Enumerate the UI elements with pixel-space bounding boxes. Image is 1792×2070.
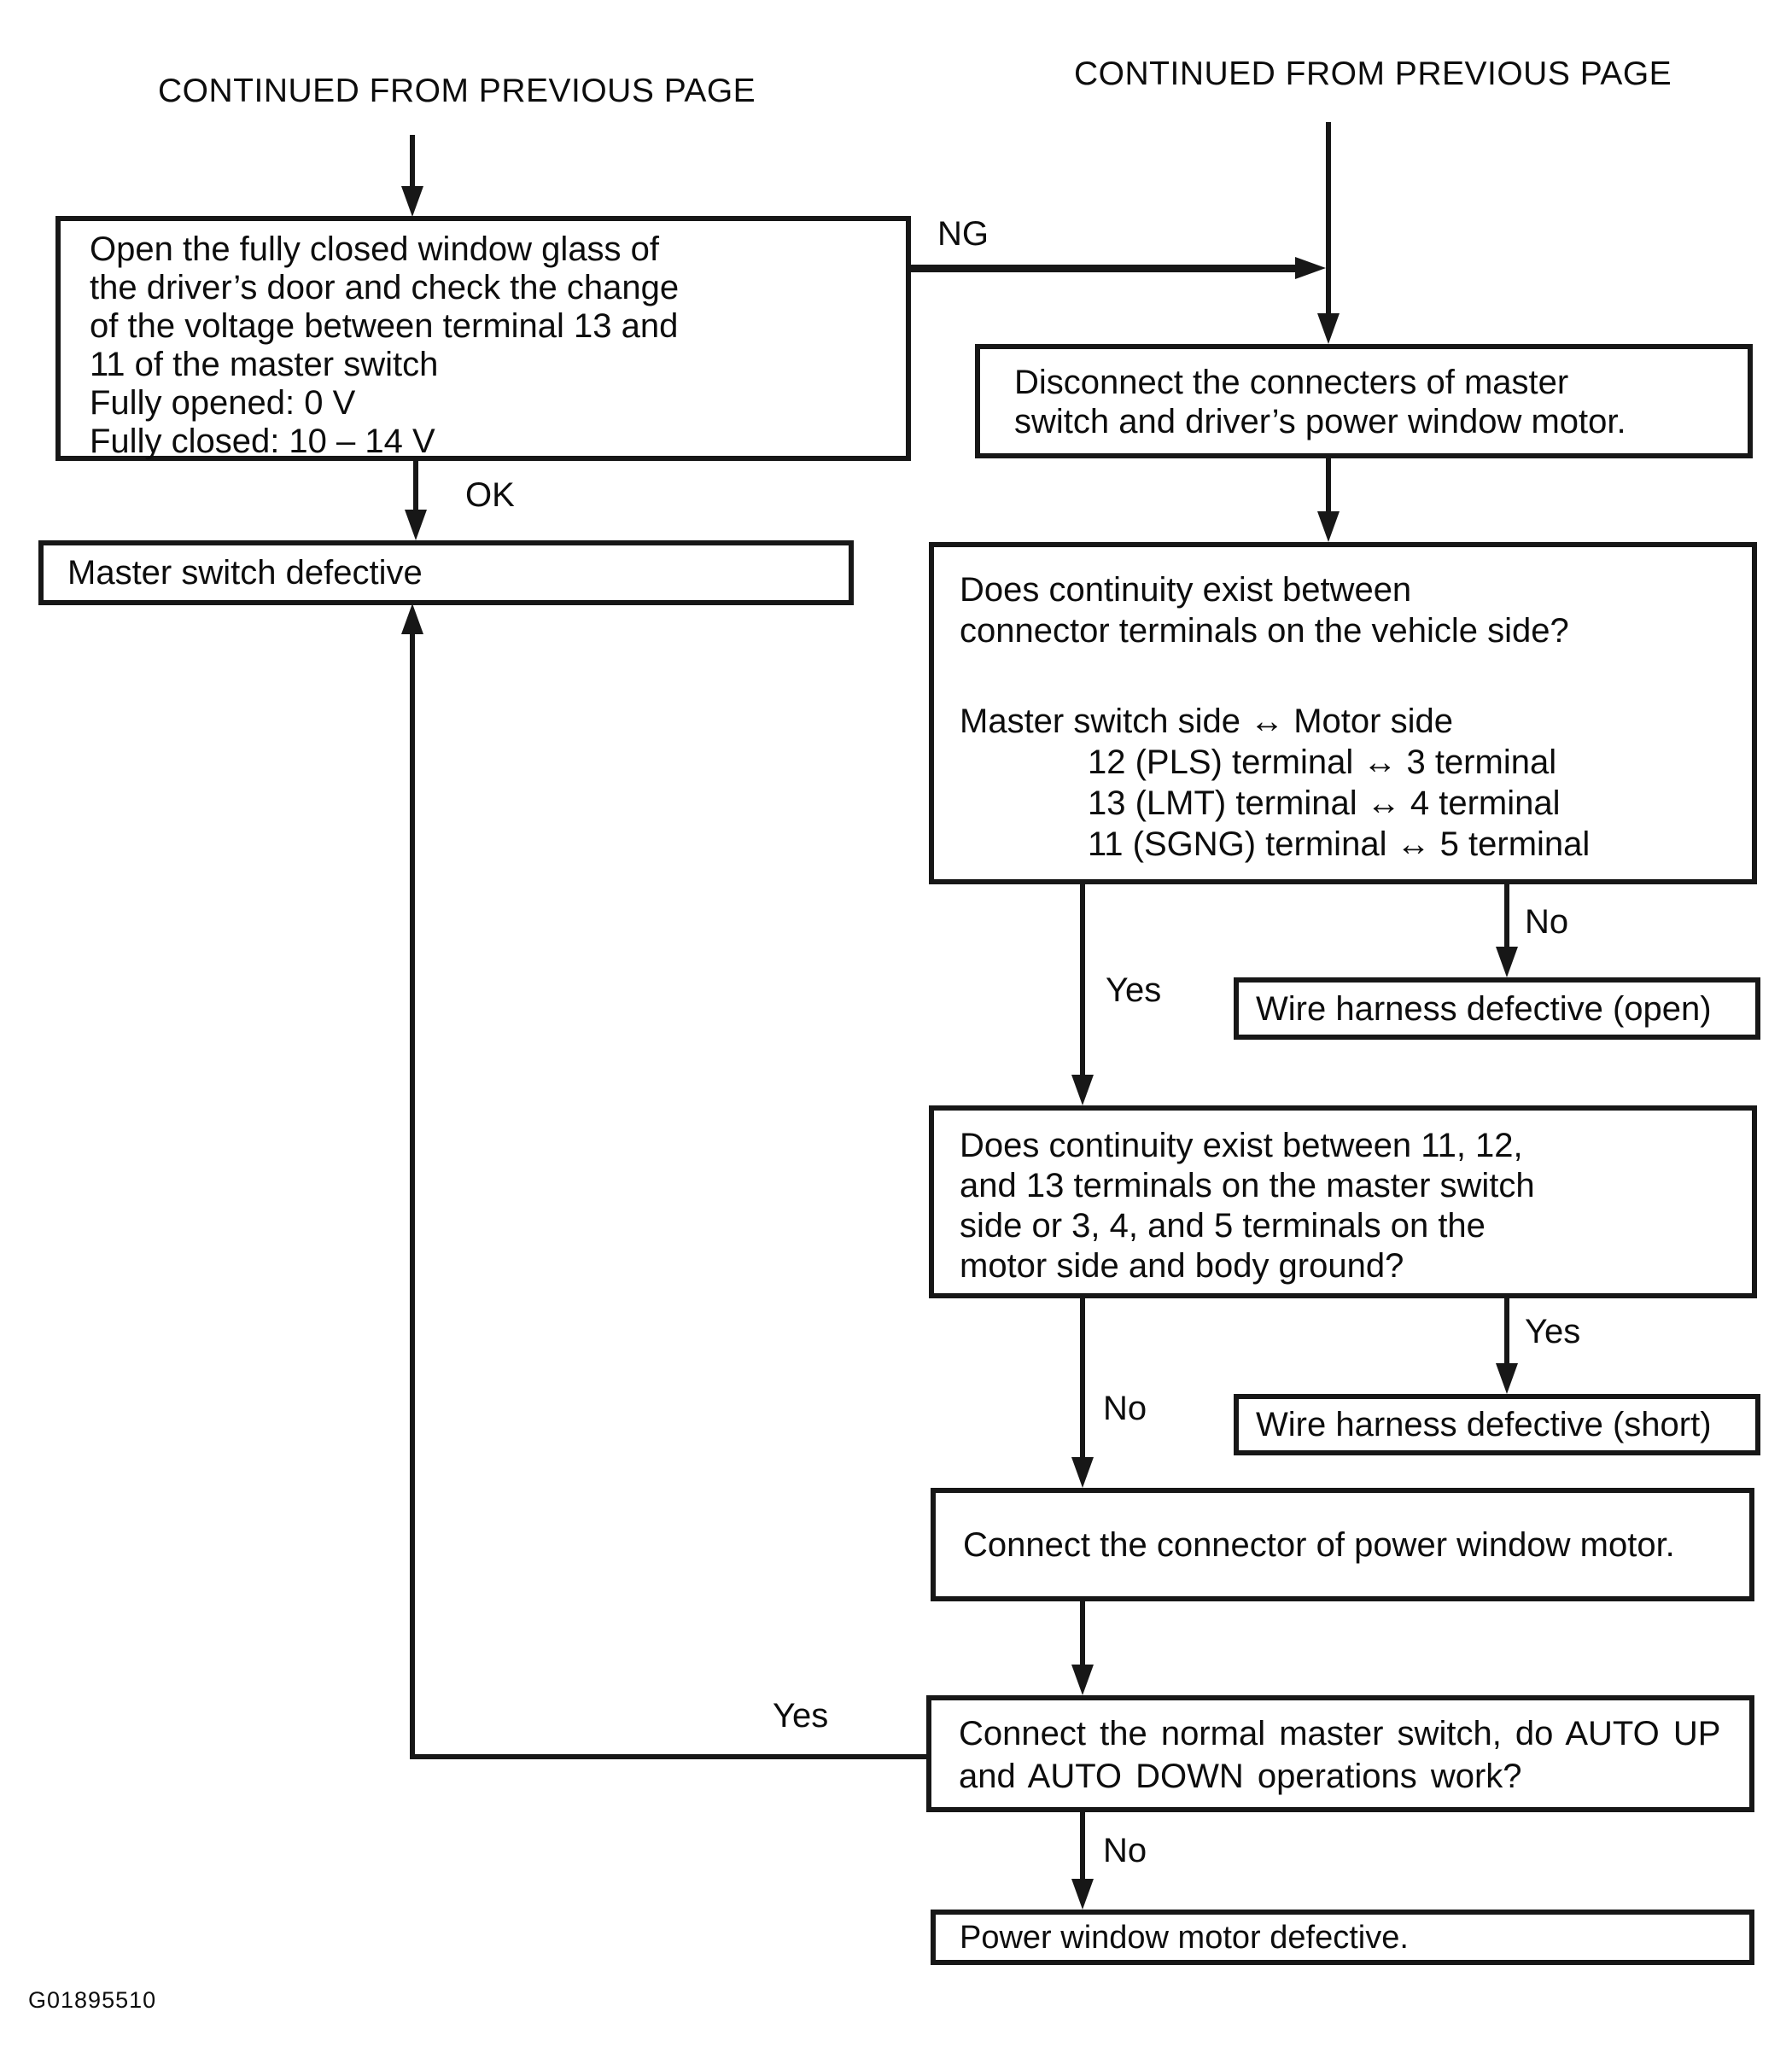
box-connect-connector: Connect the connector of power window mo… — [931, 1488, 1754, 1601]
flow-line-header-right — [1326, 122, 1331, 315]
box-master-switch-defective-text: Master switch defective — [67, 554, 423, 592]
arrow-down-icon — [1496, 947, 1518, 977]
arrow-down-icon — [1071, 1879, 1094, 1910]
flow-line-header-left — [410, 135, 415, 190]
box-continuity-vehicle-line: Does continuity exist between — [960, 571, 1412, 609]
box-connect-normal-line: Connect the normal master switch, do AUT… — [959, 1715, 1721, 1752]
arrow-down-icon — [1496, 1363, 1518, 1394]
arrow-down-icon — [405, 510, 427, 540]
arrow-down-icon — [1071, 1457, 1094, 1488]
arrow-up-icon — [401, 604, 423, 634]
box-disconnect-connectors: Disconnect the connecters of master swit… — [975, 344, 1753, 458]
box-continuity-vehicle-mapping-title: Master switch side ↔ Motor side — [960, 703, 1453, 740]
flow-line-to-continuity — [1326, 458, 1331, 511]
label-ok: OK — [465, 476, 515, 514]
flow-line-to-connect-normal — [1080, 1601, 1085, 1666]
box-open-window-line: Fully closed: 10 – 14 V — [90, 423, 435, 460]
arrow-down-icon — [401, 186, 423, 217]
box-continuity-body-ground: Does continuity exist between 11, 12, an… — [929, 1105, 1757, 1298]
box-continuity-vehicle-line: connector terminals on the vehicle side? — [960, 612, 1569, 650]
box-continuity-vehicle-mapping: 11 (SGNG) terminal ↔ 5 terminal — [1088, 825, 1591, 863]
box-power-window-motor-defective: Power window motor defective. — [931, 1910, 1754, 1965]
box-open-window-line: Open the fully closed window glass of — [90, 230, 660, 268]
box-wire-harness-short: Wire harness defective (short) — [1234, 1394, 1760, 1455]
label-no-final: No — [1103, 1832, 1147, 1869]
arrow-down-icon — [1071, 1665, 1094, 1695]
box-open-window-line: of the voltage between terminal 13 and — [90, 307, 679, 345]
box-continuity-ground-line: motor side and body ground? — [960, 1247, 1404, 1285]
box-open-window-voltage-check: Open the fully closed window glass of th… — [55, 216, 911, 461]
arrow-right-icon — [1295, 257, 1326, 279]
box-master-switch-defective: Master switch defective — [38, 540, 854, 605]
flow-line-no-vehicle — [1504, 884, 1509, 948]
box-open-window-line: 11 of the master switch — [90, 346, 439, 383]
label-no-vehicle: No — [1525, 903, 1569, 941]
box-continuity-vehicle-side: Does continuity exist between connector … — [929, 542, 1757, 884]
figure-id: G01895510 — [28, 1987, 157, 2013]
box-open-window-line: the driver’s door and check the change — [90, 269, 680, 306]
box-power-window-motor-defective-text: Power window motor defective. — [960, 1919, 1409, 1956]
box-disconnect-line: switch and driver’s power window motor. — [1014, 403, 1626, 440]
flow-line-yes-vehicle — [1080, 884, 1085, 1077]
label-ng: NG — [937, 215, 989, 253]
arrow-down-icon — [1071, 1075, 1094, 1105]
box-connect-connector-text: Connect the connector of power window mo… — [963, 1525, 1675, 1564]
label-yes-vehicle: Yes — [1106, 971, 1162, 1009]
flow-line-no-final — [1080, 1812, 1085, 1880]
box-continuity-ground-line: side or 3, 4, and 5 terminals on the — [960, 1207, 1486, 1245]
box-continuity-vehicle-mapping: 12 (PLS) terminal ↔ 3 terminal — [1088, 743, 1557, 781]
box-connect-normal-line: and AUTO DOWN operations work? — [959, 1758, 1522, 1795]
label-yes-ground: Yes — [1525, 1313, 1581, 1350]
label-yes-feedback: Yes — [773, 1697, 829, 1735]
box-wire-harness-open-text: Wire harness defective (open) — [1256, 989, 1712, 1028]
box-continuity-vehicle-mapping: 13 (LMT) terminal ↔ 4 terminal — [1088, 784, 1561, 822]
box-wire-harness-open: Wire harness defective (open) — [1234, 977, 1760, 1040]
arrow-down-icon — [1317, 511, 1340, 542]
label-no-ground: No — [1103, 1390, 1147, 1427]
flow-line-yes-ground — [1504, 1298, 1509, 1365]
flow-line-feedback-vertical — [410, 633, 415, 1759]
box-continuity-ground-line: and 13 terminals on the master switch — [960, 1167, 1535, 1204]
header-left-continued: CONTINUED FROM PREVIOUS PAGE — [158, 73, 756, 109]
flow-line-ok — [413, 461, 418, 510]
header-right-continued: CONTINUED FROM PREVIOUS PAGE — [1074, 55, 1672, 92]
box-continuity-ground-line: Does continuity exist between 11, 12, — [960, 1127, 1523, 1164]
arrow-down-icon — [1317, 313, 1340, 344]
flow-line-ng — [911, 265, 1297, 272]
box-disconnect-line: Disconnect the connecters of master — [1014, 364, 1569, 401]
flow-line-no-ground — [1080, 1298, 1085, 1459]
spacer — [960, 651, 1743, 701]
box-wire-harness-short-text: Wire harness defective (short) — [1256, 1406, 1712, 1443]
box-open-window-line: Fully opened: 0 V — [90, 384, 356, 422]
box-connect-normal-master: Connect the normal master switch, do AUT… — [926, 1695, 1754, 1812]
flow-line-feedback-horizontal — [410, 1754, 926, 1759]
